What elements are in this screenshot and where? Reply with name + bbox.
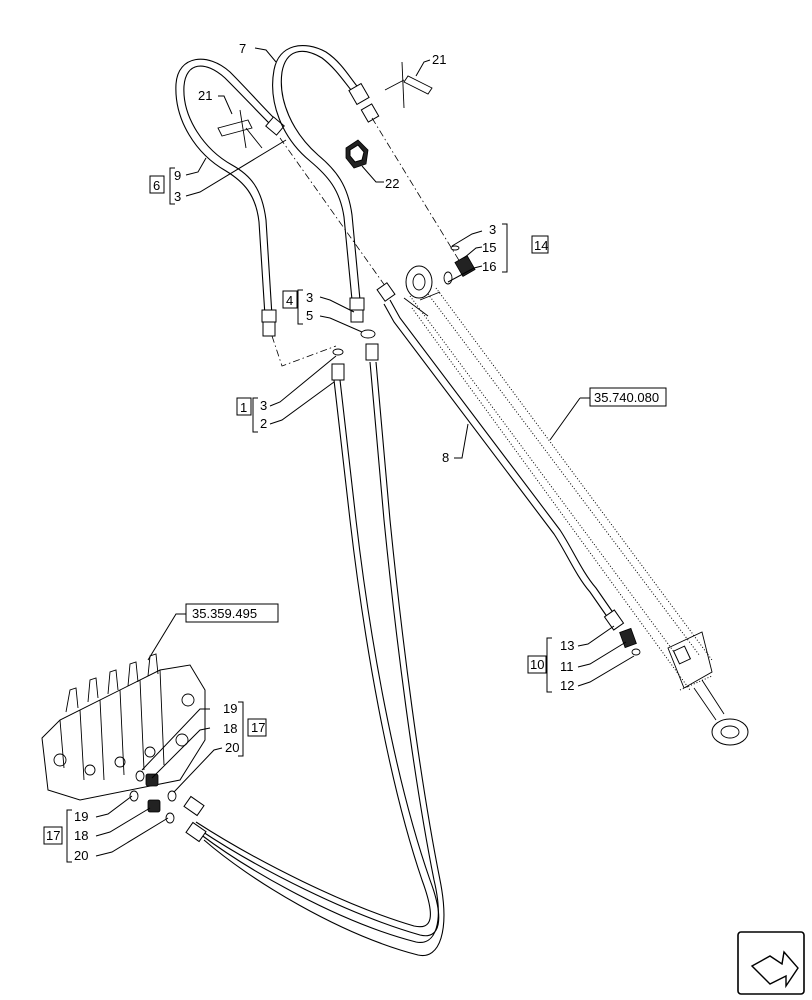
- valve-fittings: [129, 770, 177, 824]
- box-ref-valve: [185, 603, 279, 623]
- brackets: [66, 167, 552, 863]
- callout-21-right: 21: [432, 52, 446, 67]
- callout-5: 5: [306, 308, 313, 323]
- callout-22: 22: [385, 176, 399, 191]
- callout-17-bottom: 17: [46, 828, 60, 843]
- callout-16: 16: [482, 259, 496, 274]
- next-page-arrow-icon[interactable]: [737, 931, 805, 995]
- callout-2: 2: [260, 416, 267, 431]
- ref-cylinder: 35.740.080: [594, 390, 659, 405]
- callout-8: 8: [442, 450, 449, 465]
- callout-20-bottom: 20: [74, 848, 88, 863]
- callout-labels: 7 21 21 6 9 3 22 3 15 14 16 4 3 5 1 3 2 …: [46, 41, 659, 863]
- centerline-hose6-to-pipe8: [279, 137, 389, 291]
- box-10: [527, 655, 547, 674]
- callout-19-bottom: 19: [74, 809, 88, 824]
- hose-1: [195, 348, 440, 937]
- callout-13: 13: [560, 638, 574, 653]
- callout-19-top: 19: [223, 701, 237, 716]
- callout-9: 9: [174, 168, 181, 183]
- hose-7: [272, 45, 380, 323]
- hose-4: [199, 329, 445, 957]
- cylinder: [403, 265, 749, 746]
- box-6: [149, 175, 165, 194]
- callout-6: 6: [153, 178, 160, 193]
- callout-21-left: 21: [198, 88, 212, 103]
- box-14: [531, 235, 549, 254]
- callout-3-g4: 3: [306, 290, 313, 305]
- box-1: [236, 397, 252, 416]
- callout-3-g14: 3: [489, 222, 496, 237]
- callout-11: 11: [560, 659, 574, 674]
- callout-12: 12: [560, 678, 574, 693]
- hose-4-end-fitting: [185, 821, 207, 843]
- callout-18-bottom: 18: [74, 828, 88, 843]
- callout-3-g1: 3: [260, 398, 267, 413]
- callout-4: 4: [286, 293, 293, 308]
- box-17-bottom: [43, 826, 63, 845]
- callout-18-top: 18: [223, 721, 237, 736]
- cable-tie-21-right: [384, 61, 433, 109]
- hose-6: [175, 58, 285, 337]
- ref-valve: 35.359.495: [192, 606, 257, 621]
- callout-7: 7: [239, 41, 246, 56]
- callout-boxes: [43, 175, 667, 845]
- callout-3-g6: 3: [174, 189, 181, 204]
- leader-lines: [95, 47, 635, 857]
- callout-10: 10: [530, 657, 544, 672]
- box-4: [282, 290, 298, 309]
- callout-14: 14: [534, 238, 548, 253]
- box-ref-cylinder: [589, 387, 667, 407]
- cable-tie-21-left: [217, 109, 263, 149]
- hose-1-end-fitting: [183, 795, 205, 817]
- pipe-8: [376, 282, 625, 631]
- fitting-15: [443, 245, 476, 285]
- callout-15: 15: [482, 240, 496, 255]
- callout-20-top: 20: [225, 740, 239, 755]
- centerline-hose6-down: [271, 335, 337, 367]
- box-17-top: [247, 718, 267, 737]
- callout-17-top: 17: [251, 720, 265, 735]
- control-valve: [41, 653, 206, 801]
- centerline-hose7-to-fitting: [371, 117, 461, 263]
- callout-1: 1: [240, 400, 247, 415]
- fitting-11: [619, 627, 641, 656]
- nut-22: [345, 139, 369, 169]
